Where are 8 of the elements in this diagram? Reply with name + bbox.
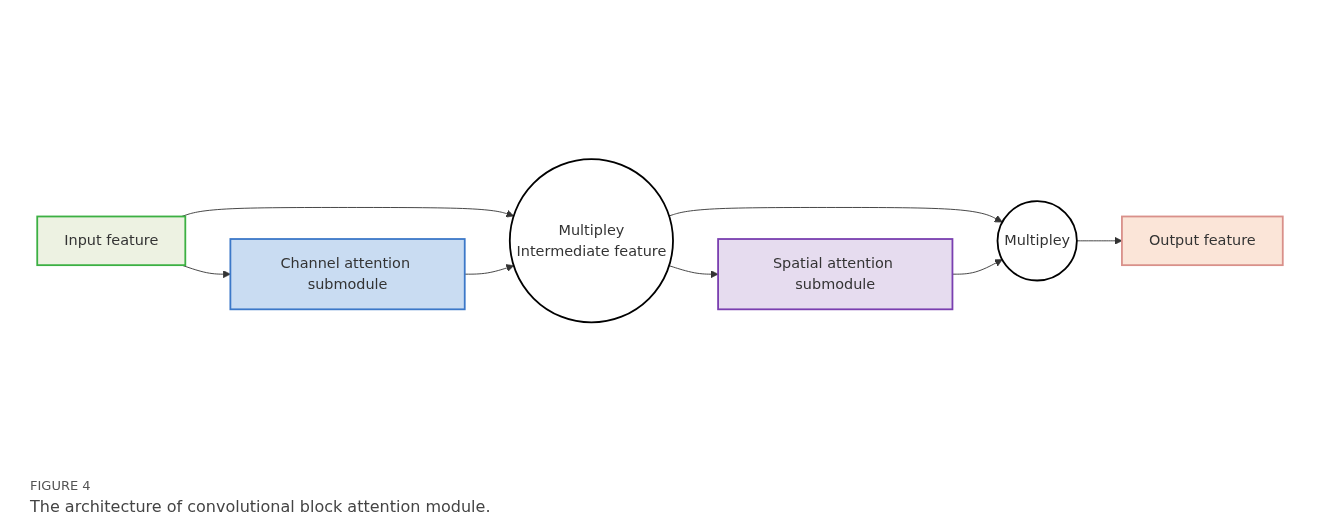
node-box: Output feature — [1121, 215, 1284, 267]
node-circle: Multipley — [996, 200, 1078, 282]
caption: The architecture of convolutional block attention module. — [30, 497, 492, 516]
node-box: Channel attention submodule — [229, 238, 466, 311]
node-box: Spatial attention submodule — [717, 238, 954, 311]
node-box: Input feature — [36, 215, 187, 267]
figure-number: FIGURE 4 — [30, 478, 92, 493]
node-circle: Multipley Intermediate feature — [508, 158, 674, 324]
